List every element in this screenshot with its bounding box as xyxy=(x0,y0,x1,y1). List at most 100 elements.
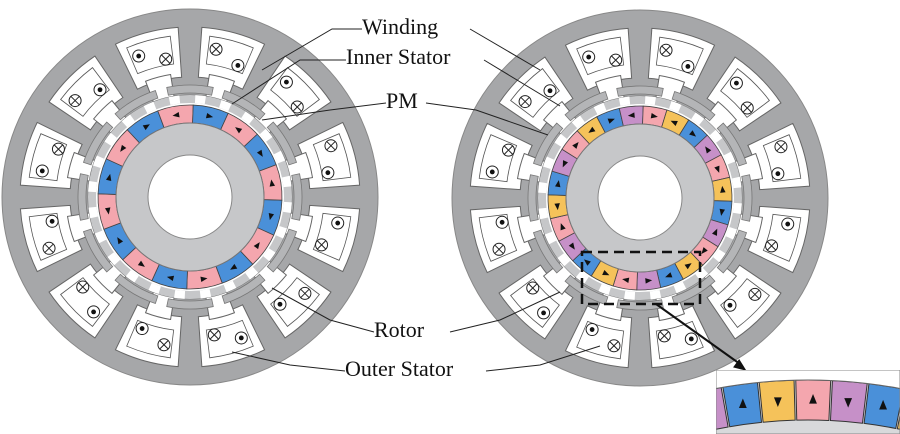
rotor-gap xyxy=(199,288,212,299)
magnetization-arrow-icon xyxy=(253,242,260,250)
slot-opening xyxy=(747,122,811,191)
label-winding: Winding xyxy=(362,14,439,39)
slot-opening xyxy=(197,304,266,368)
tooth-shoe xyxy=(527,174,539,222)
rotor-gap xyxy=(223,280,237,293)
slot-opening xyxy=(469,205,533,274)
magnetization-arrow-icon xyxy=(205,112,214,119)
rotor-gap xyxy=(731,176,742,189)
zoom-pointer-line xyxy=(655,303,741,365)
stator-slot xyxy=(699,257,782,340)
rotor-gap xyxy=(554,133,567,147)
rotor-gap xyxy=(104,132,117,146)
stator-slot xyxy=(48,55,131,138)
slot-opening xyxy=(19,121,83,190)
dot-symbol-icon xyxy=(785,221,791,227)
dot-symbol-icon xyxy=(499,219,505,225)
tooth-shoe xyxy=(532,229,564,274)
slot-opening xyxy=(647,27,716,91)
dot-symbol-icon xyxy=(277,301,283,307)
cross-symbol-icon xyxy=(504,145,513,155)
rotor-gap xyxy=(649,289,662,300)
rotor-gap xyxy=(107,252,121,266)
rotor-gap xyxy=(241,111,255,124)
magnetization-arrow-icon xyxy=(650,113,658,119)
magnetization-arrow-icon xyxy=(120,144,127,152)
rotor-gap xyxy=(538,207,549,220)
dot-symbol-icon xyxy=(734,80,739,86)
rotor-gap xyxy=(557,253,571,267)
magnetization-arrow-icon xyxy=(235,127,243,134)
rotor-gap xyxy=(275,226,288,239)
cross-symbol-icon xyxy=(326,141,336,151)
stator-slot xyxy=(114,26,183,109)
rotor-gap xyxy=(575,271,589,284)
tooth-shoe xyxy=(564,274,609,306)
winding-coil xyxy=(762,134,802,183)
dot-symbol-icon xyxy=(235,63,241,68)
rotor-gap xyxy=(544,231,557,245)
leader-line xyxy=(469,28,541,71)
magnetization-arrow-icon xyxy=(684,263,692,270)
rotor-gap xyxy=(571,115,585,129)
magnetization-arrow-icon xyxy=(689,130,697,137)
cross-symbol-icon xyxy=(70,96,80,105)
winding-coil xyxy=(28,133,68,182)
dot-symbol-icon xyxy=(589,327,595,332)
label-inner-stator: Inner Stator xyxy=(346,44,451,69)
dot-symbol-icon xyxy=(91,309,96,315)
rotor-gap xyxy=(691,112,705,125)
tooth-shoe xyxy=(716,122,748,167)
magnetization-arrow-icon xyxy=(583,259,591,266)
leader-line xyxy=(271,287,375,333)
tooth-shoe xyxy=(266,121,298,166)
rotor-gap xyxy=(148,282,161,295)
rotor-gap xyxy=(281,175,292,188)
tooth-shoe xyxy=(564,90,609,122)
magnetization-arrow-icon xyxy=(562,160,569,168)
rotor-gap xyxy=(88,206,99,219)
dashed-zoom-rectangle xyxy=(580,250,702,306)
slot-opening xyxy=(114,26,183,90)
magnetization-arrow-icon xyxy=(142,124,150,131)
magnetization-arrow-icon xyxy=(568,242,575,250)
rotor-ring xyxy=(88,95,292,299)
dot-symbol-icon xyxy=(238,335,244,341)
cross-symbol-icon xyxy=(161,54,171,64)
rotor-gap xyxy=(709,129,723,143)
rotor-gap xyxy=(624,290,636,300)
leader-lines xyxy=(231,28,601,372)
winding-coil xyxy=(126,35,175,75)
rotor-gap xyxy=(245,266,259,280)
magnetization-arrow-icon xyxy=(602,269,610,276)
rotor-gap xyxy=(121,114,135,128)
inset-air-gap xyxy=(716,370,900,390)
inset-magnet xyxy=(716,387,729,430)
rotor-gap xyxy=(92,155,105,168)
dot-symbol-icon xyxy=(685,64,691,69)
cross-symbol-icon xyxy=(211,44,221,54)
magnetization-arrow-icon xyxy=(704,407,712,417)
rotor-gap xyxy=(673,281,687,294)
magnetization-arrow-icon xyxy=(701,247,708,255)
cross-symbol-icon xyxy=(159,340,169,350)
tooth-shoe xyxy=(266,228,298,273)
slot-opening xyxy=(747,205,811,274)
slot-opening xyxy=(297,121,361,190)
winding-coil xyxy=(576,320,625,360)
magnetization-arrow-icon xyxy=(622,277,630,283)
magnetization-arrow-icon xyxy=(268,212,275,221)
shaft-hole xyxy=(147,154,233,240)
winding-coil xyxy=(720,68,770,118)
magnetization-arrow-icon xyxy=(166,275,175,282)
rotor-gap xyxy=(538,182,548,194)
dot-symbol-icon xyxy=(586,54,592,60)
leader-line xyxy=(231,351,346,372)
tooth-shoe xyxy=(166,298,214,310)
cross-symbol-icon xyxy=(292,102,302,112)
slot-opening xyxy=(564,27,633,91)
stator-slot xyxy=(19,204,102,273)
rotor-gap xyxy=(263,248,276,262)
winding-coil xyxy=(28,212,68,261)
